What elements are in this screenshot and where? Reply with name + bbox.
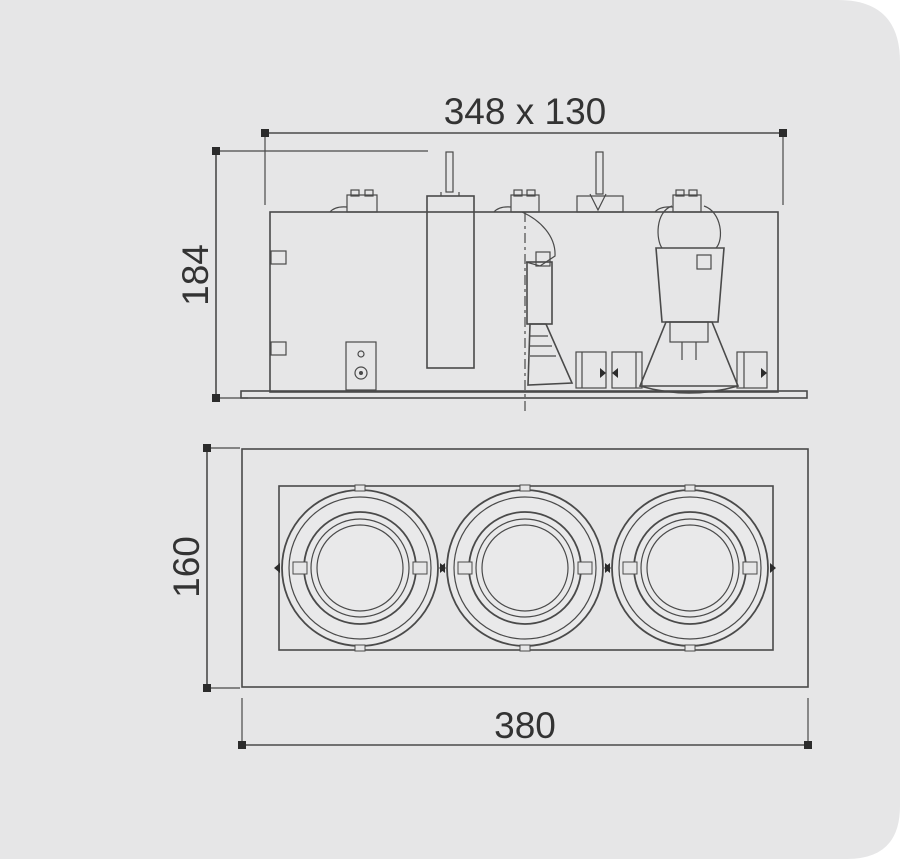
side-height-dimension-line [212, 147, 428, 402]
lamp-ring-2 [439, 484, 611, 652]
lamp-ring-1 [274, 484, 446, 652]
lamp-ring-3 [604, 484, 776, 652]
mounting-brackets [575, 351, 768, 389]
side-view [240, 151, 808, 412]
front-height-dimension-line [203, 444, 240, 692]
top-dimension-line [261, 129, 787, 205]
side-height-label: 184 [175, 244, 216, 306]
bottom-width-label: 380 [494, 705, 556, 746]
front-height-label: 160 [166, 536, 207, 598]
bottom-width-dimension-line [238, 698, 812, 749]
lamp-2-side [638, 205, 740, 394]
lamp-1-side [521, 211, 574, 386]
connector-1 [329, 189, 378, 213]
front-view [241, 448, 809, 688]
top-dimension-label: 348 x 130 [444, 91, 607, 132]
